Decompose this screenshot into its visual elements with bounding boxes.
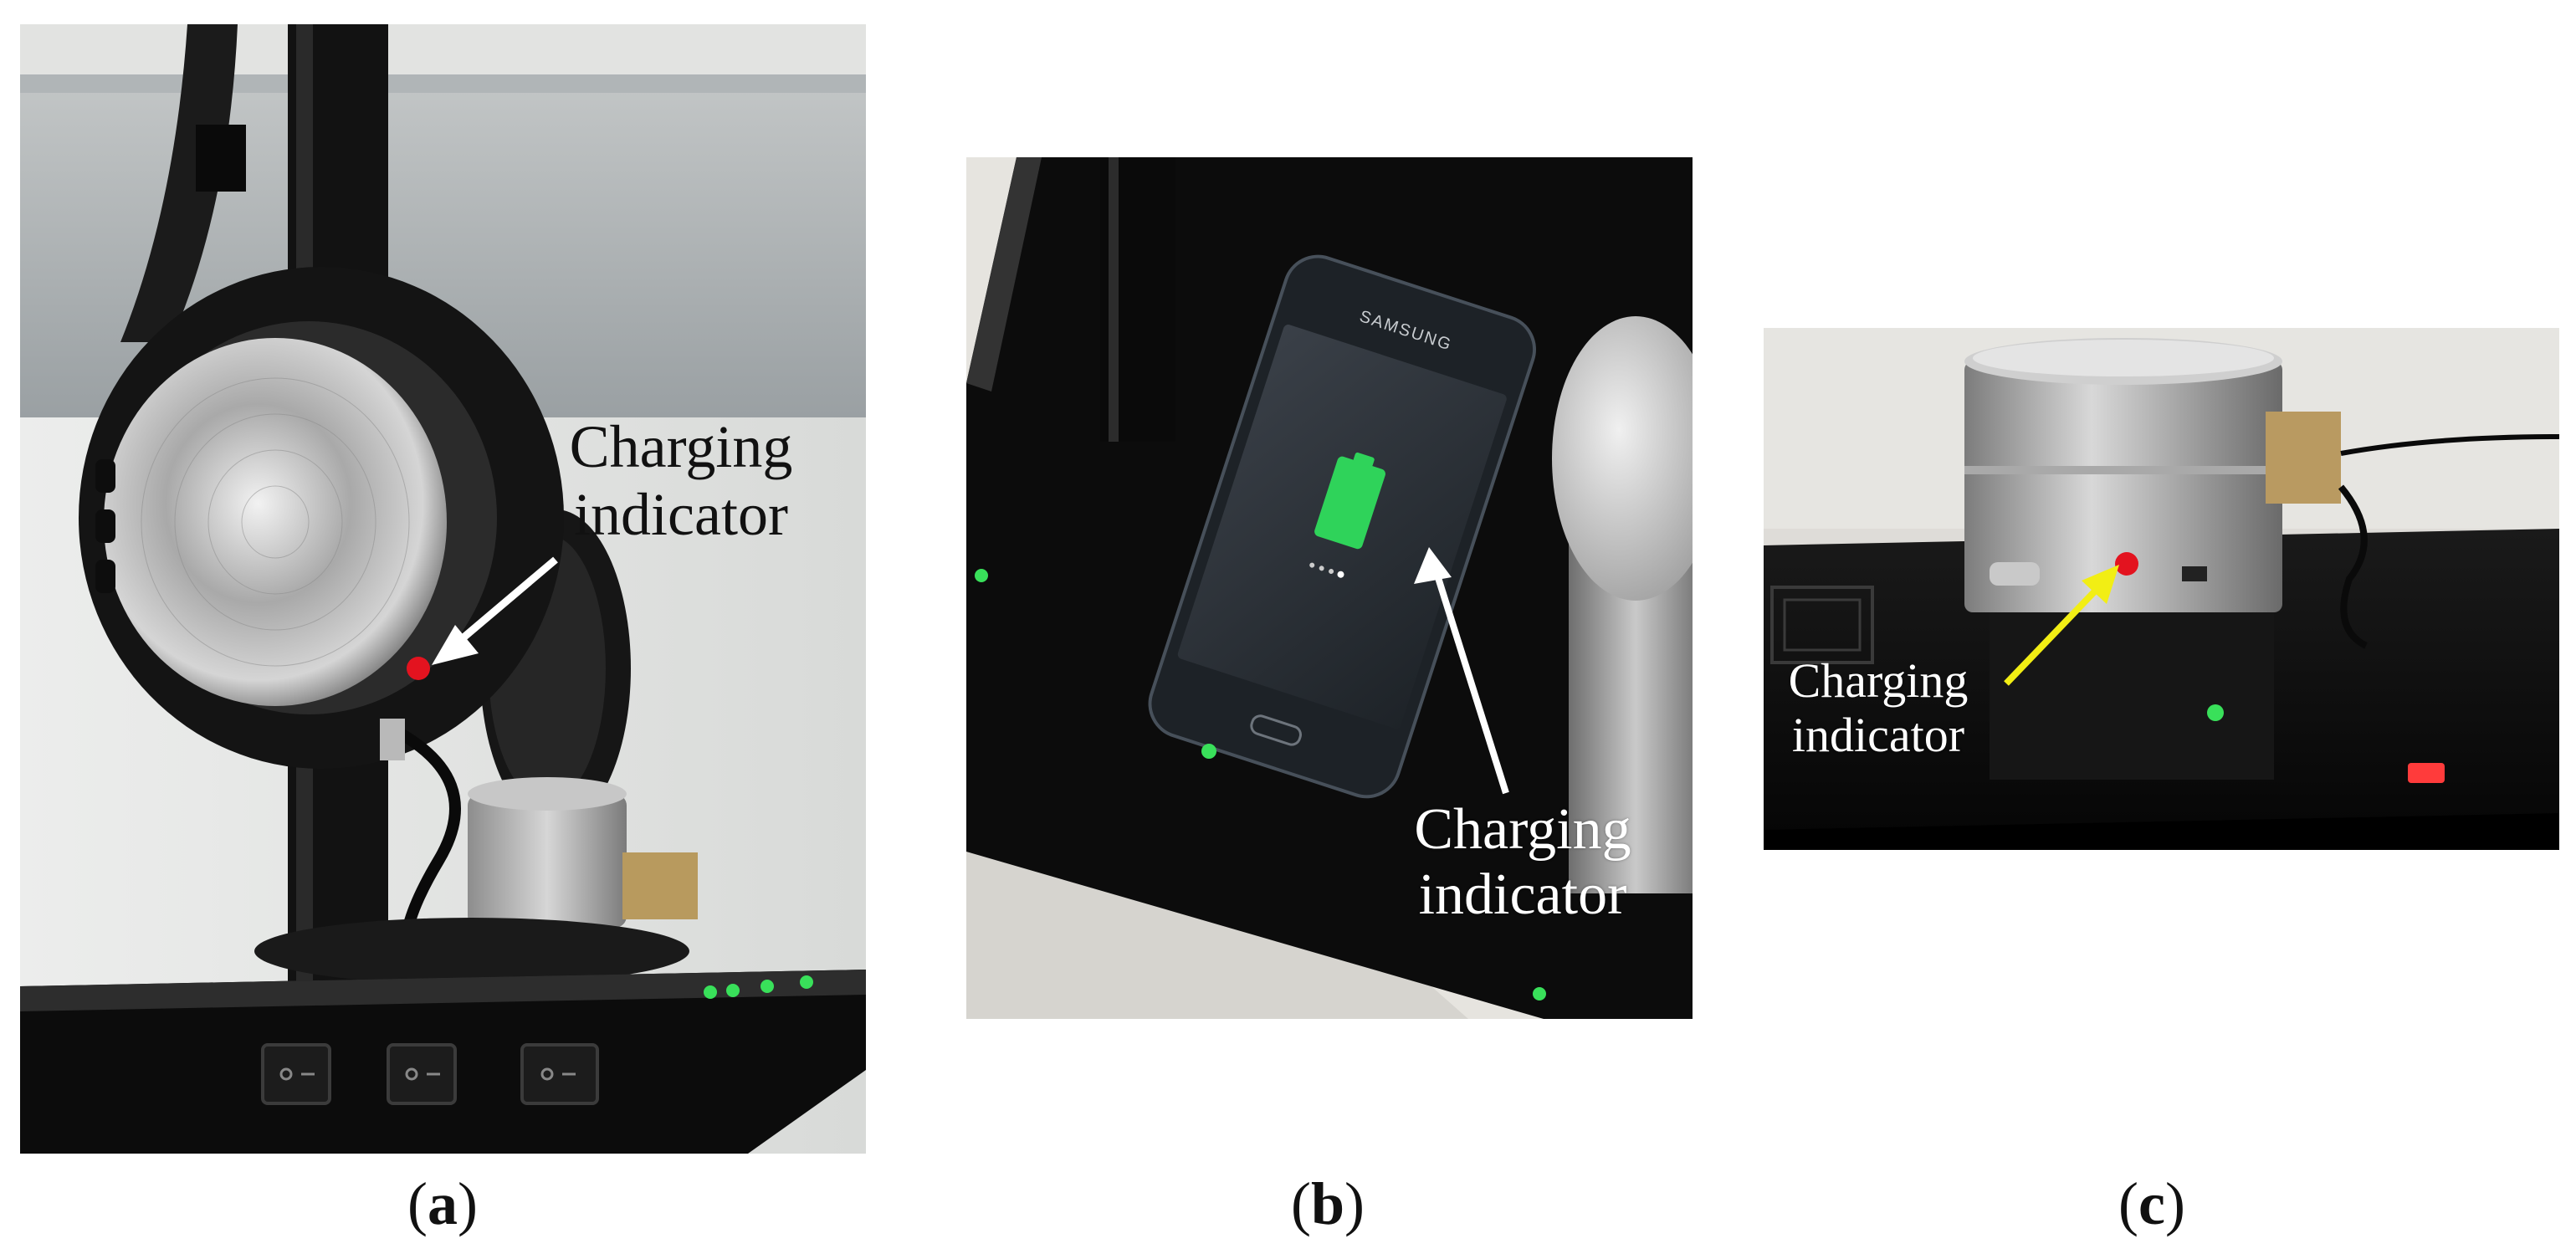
speaker-charging-illustration	[1764, 328, 2559, 850]
callout-a-line2: indicator	[574, 480, 788, 548]
smartphone: SAMSUNG	[1148, 254, 1536, 799]
speaker-red-indicator	[2115, 552, 2138, 576]
callout-c-line1: Charging	[1788, 653, 1969, 708]
caption-c-letter: c	[2138, 1170, 2165, 1237]
callout-c-line2: indicator	[1791, 707, 1965, 762]
rocker-switches	[261, 1043, 599, 1105]
phone-charging-illustration: SAMSUNG	[966, 157, 1693, 1019]
callout-a-line1: Charging	[569, 413, 793, 480]
caption-a-letter: a	[428, 1170, 458, 1237]
panel-caption-a: (a)	[407, 1170, 478, 1237]
battery-charging-icon	[1314, 456, 1385, 550]
photo-speaker-charging: Charging indicator	[1764, 328, 2559, 850]
photo-headphones-stand: Charging indicator	[20, 24, 866, 1154]
panel-caption-c: (c)	[2118, 1170, 2185, 1237]
charging-indicator-callout-c: Charging indicator	[1774, 653, 1983, 763]
caption-b-letter: b	[1310, 1170, 1345, 1237]
photo-phone-charging: SAMSUNG Charging indicator	[966, 157, 1693, 1019]
callout-b-line1: Charging	[1414, 797, 1631, 862]
charging-indicator-callout-a: Charging indicator	[526, 413, 836, 548]
callout-b-line2: indicator	[1418, 862, 1627, 928]
headphones-stand-illustration	[20, 24, 866, 1154]
headphone-red-indicator	[407, 657, 430, 680]
panel-caption-b: (b)	[1290, 1170, 1365, 1237]
charging-indicator-callout-b: Charging indicator	[1385, 797, 1661, 929]
